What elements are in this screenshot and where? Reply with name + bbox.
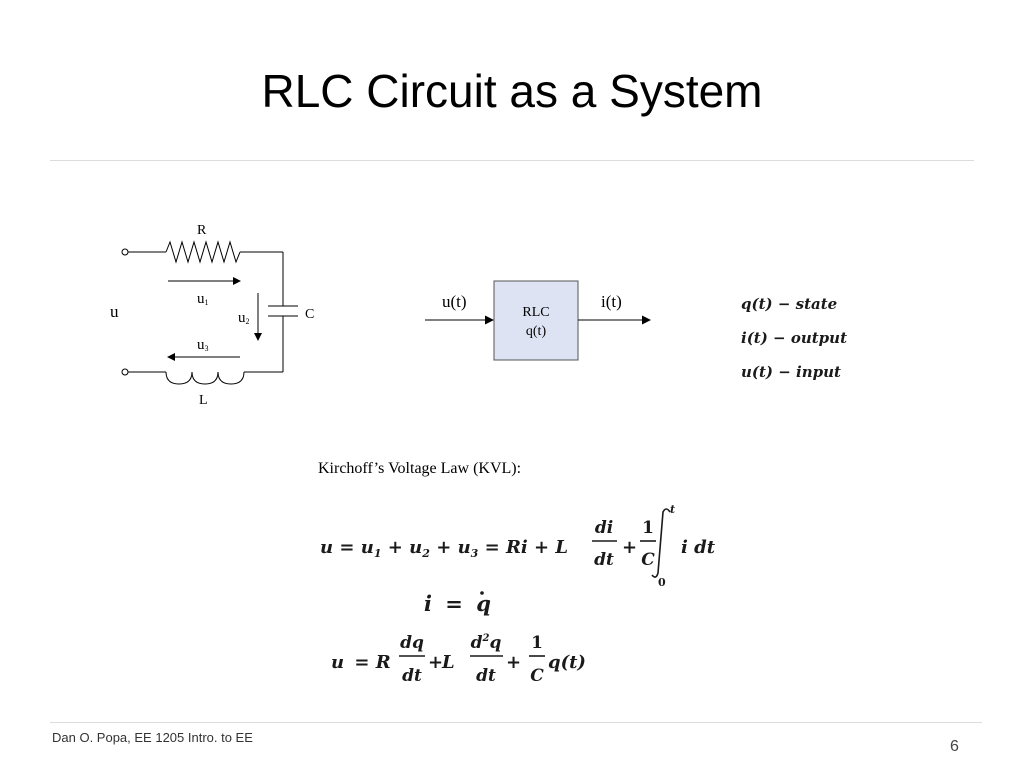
svg-text:+: +	[506, 652, 521, 673]
equation-charge-ode: u = R dq dt + L d2q dt + 1 C q(t)	[331, 633, 586, 686]
u1-label: u1	[197, 291, 209, 307]
derivative-dot	[480, 591, 484, 595]
definition-state: q(t) − state	[741, 295, 837, 313]
definition-input: u(t) − input	[741, 363, 841, 381]
svg-text:C: C	[530, 666, 544, 686]
output-label: i(t)	[601, 292, 622, 311]
resistor-label: R	[197, 223, 207, 238]
capacitor-label: C	[305, 307, 314, 322]
svg-text:+: +	[428, 652, 443, 673]
svg-text:d2q: d2q	[471, 633, 502, 653]
rlc-system-box	[493, 280, 579, 361]
svg-text:i = q: i = q	[424, 591, 491, 616]
svg-text:dt: dt	[402, 666, 422, 686]
input-label: u(t)	[442, 292, 467, 311]
inductor-symbol	[165, 371, 245, 385]
svg-text:0: 0	[658, 576, 666, 589]
svg-text:dt: dt	[476, 666, 496, 686]
page-number: 6	[950, 738, 959, 755]
svg-text:dq: dq	[400, 633, 424, 653]
integral-sign	[651, 508, 671, 578]
svg-text:u = u1 +: u = u1 + u2 + u3 = Ri + L	[320, 537, 568, 562]
svg-text:+: +	[622, 537, 637, 558]
u3-label: u3	[197, 337, 209, 353]
box-label-state: q(t)	[526, 324, 547, 339]
footer-divider	[50, 722, 982, 723]
svg-text:1: 1	[642, 518, 654, 538]
svg-text:q(t): q(t)	[548, 652, 586, 673]
footer-author: Dan O. Popa, EE 1205 Intro. to EE	[52, 730, 253, 745]
definition-output: i(t) − output	[741, 329, 847, 347]
equation-kvl-expanded: u = u1 + u2 + u3 = Ri + L di dt + 1 C t …	[320, 503, 716, 589]
svg-text:u = R: u = R	[331, 652, 391, 673]
box-label-rlc: RLC	[522, 305, 549, 320]
equation-current-charge: i = q	[424, 591, 491, 616]
svg-text:i dt: i dt	[681, 537, 716, 558]
u2-label: u2	[238, 310, 250, 326]
svg-text:t: t	[670, 503, 675, 516]
source-voltage-label: u	[110, 302, 119, 321]
svg-text:C: C	[641, 550, 655, 570]
slide-title: RLC Circuit as a System	[261, 65, 763, 117]
inductor-label: L	[199, 393, 208, 408]
title-divider	[50, 160, 974, 161]
kvl-heading: Kirchoff’s Voltage Law (KVL):	[318, 460, 522, 477]
svg-text:L: L	[441, 652, 455, 673]
svg-text:dt: dt	[594, 550, 614, 570]
svg-text:di: di	[595, 518, 613, 538]
resistor-symbol	[165, 240, 241, 264]
svg-text:1: 1	[531, 633, 543, 653]
